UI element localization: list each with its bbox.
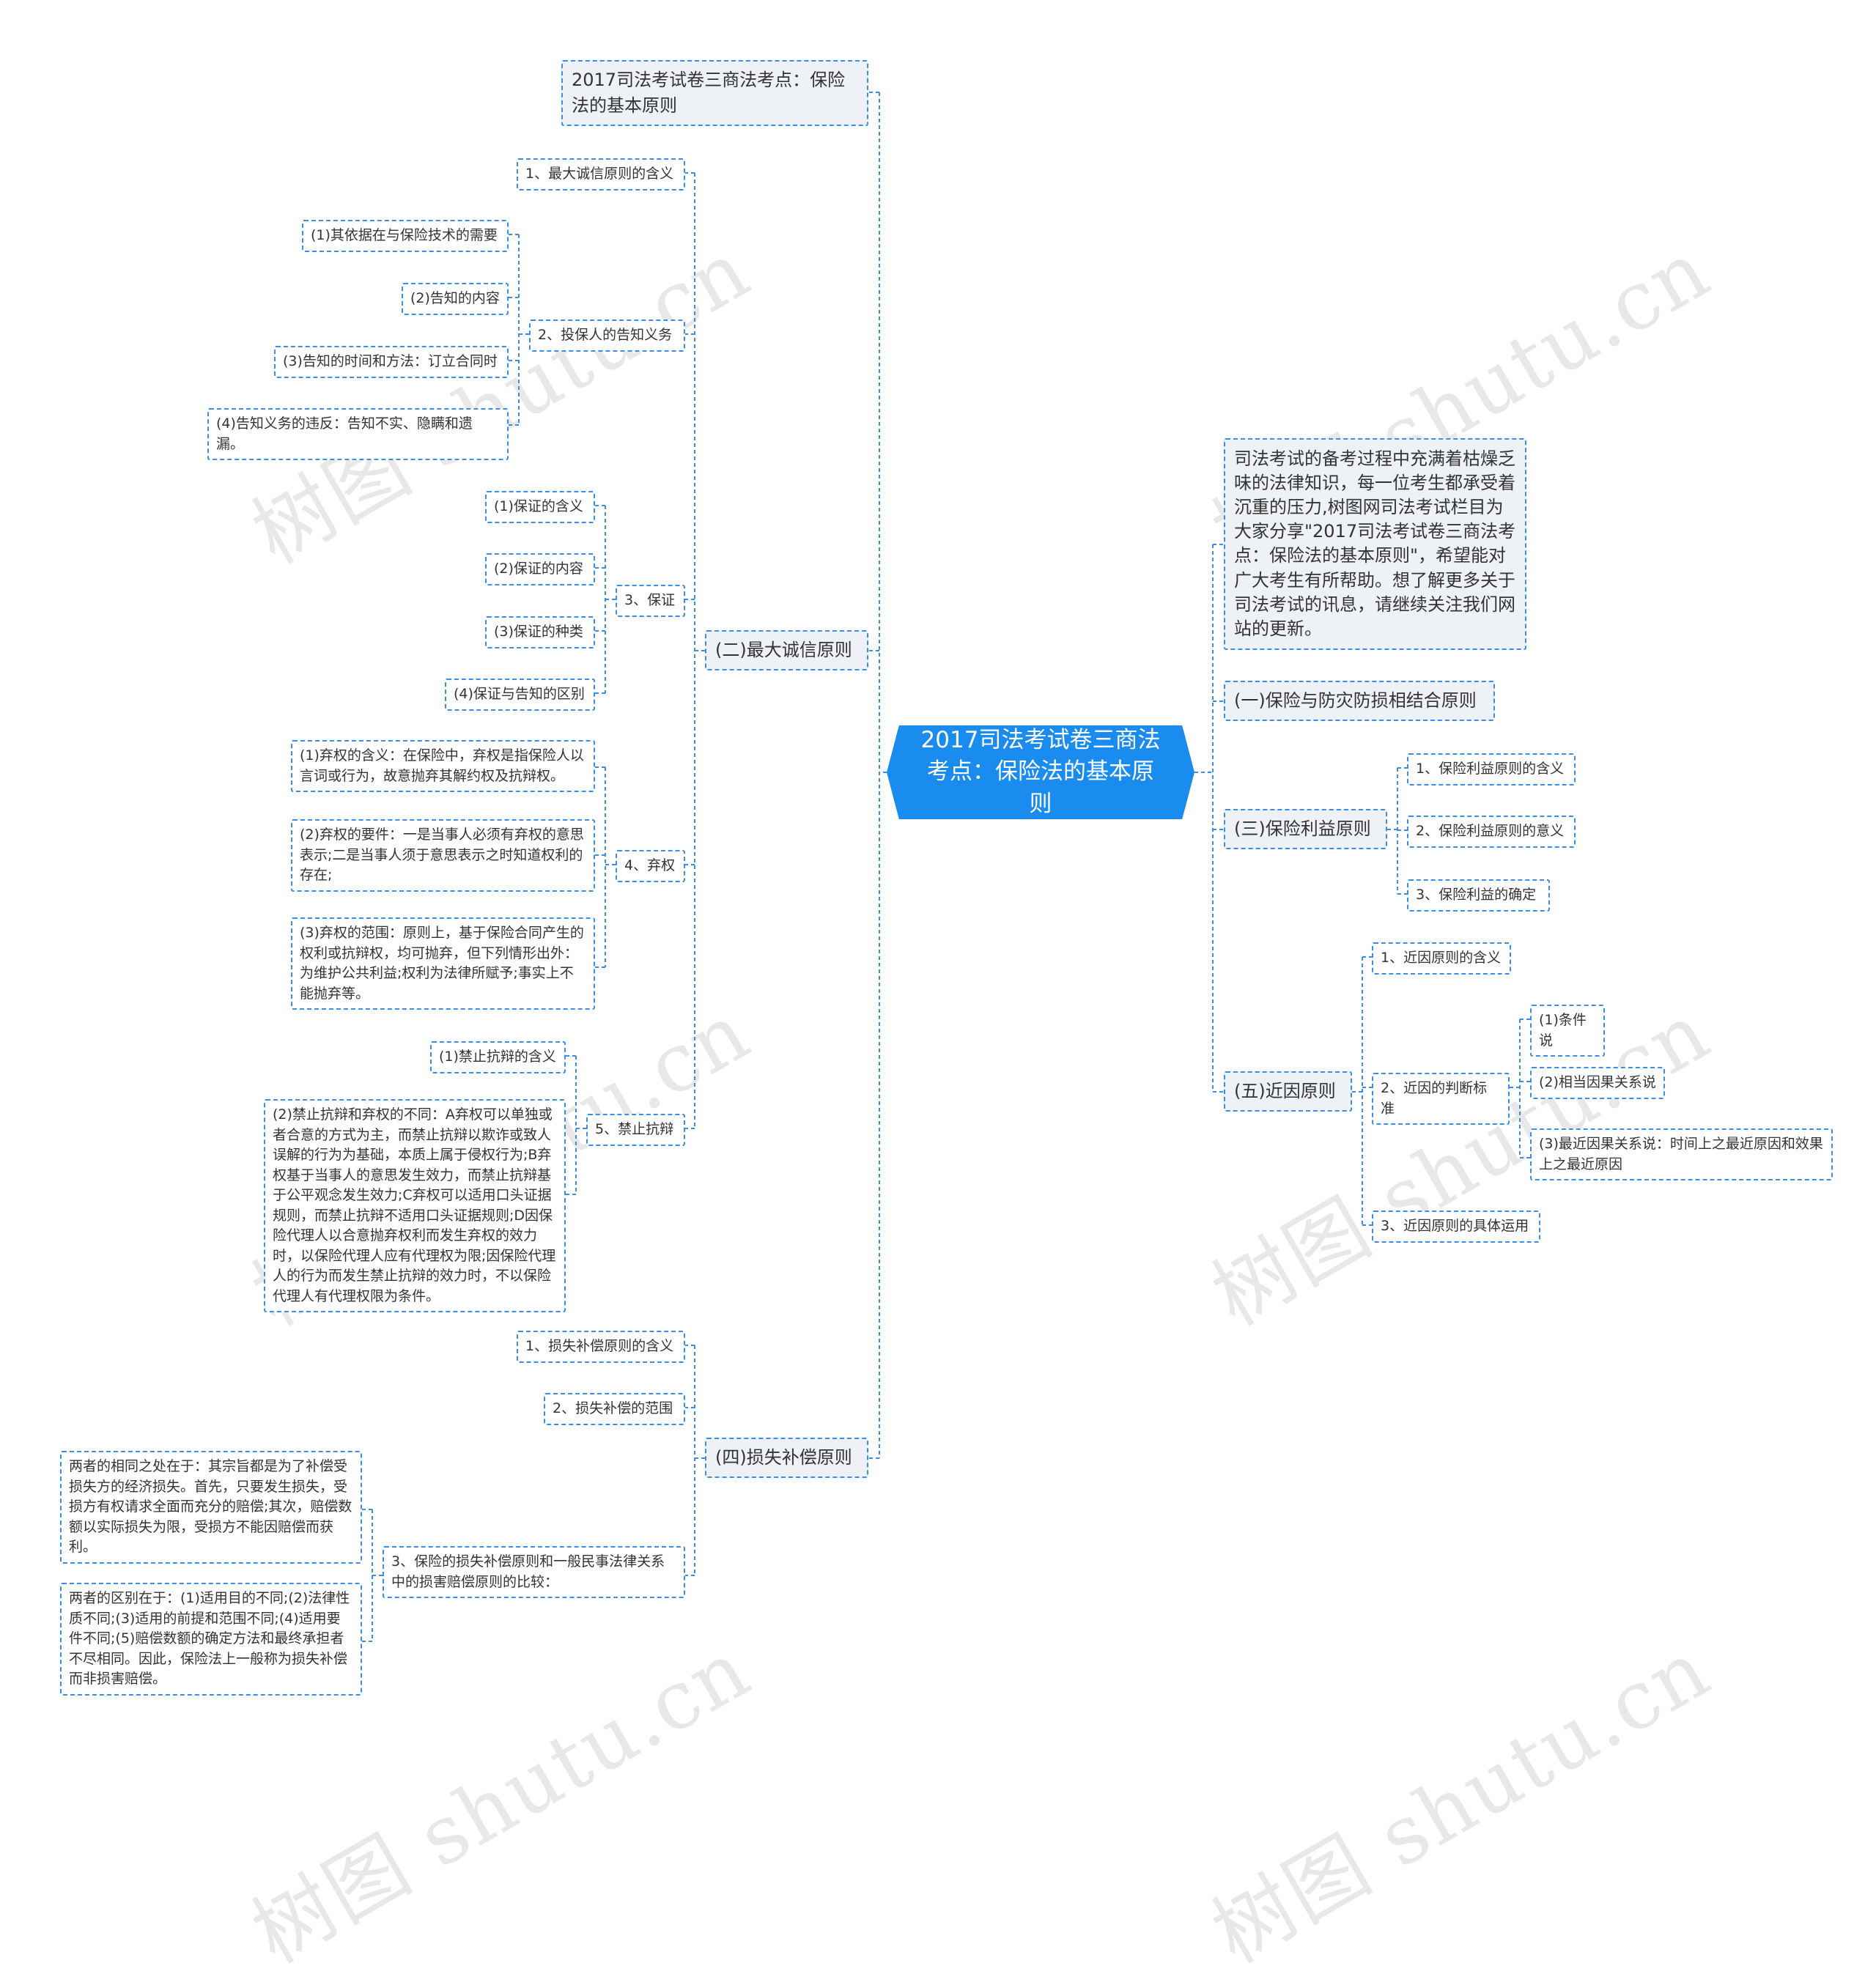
- branch-indemnity[interactable]: (四)损失补偿原则: [705, 1438, 868, 1478]
- b4-s3-item[interactable]: 两者的相同之处在于：其宗旨都是为了补偿受损失方的经济损失。首先，只要发生损失，受…: [60, 1451, 362, 1564]
- b2-s4-item[interactable]: (3)弃权的范围：原则上，基于保险合同产生的权利或抗辩权，均可抛弃，但下列情形出…: [291, 917, 595, 1010]
- b2-s5-node[interactable]: 5、禁止抗辩: [586, 1114, 685, 1146]
- b3-item[interactable]: 1、保险利益原则的含义: [1407, 753, 1576, 786]
- b3-item[interactable]: 2、保险利益原则的意义: [1407, 816, 1576, 848]
- b2-s5-item[interactable]: (2)禁止抗辩和弃权的不同：A弃权可以单独或者合意的方式为主，而禁止抗辩以欺诈或…: [264, 1099, 566, 1313]
- branch-utmost-good-faith[interactable]: (二)最大诚信原则: [705, 630, 868, 670]
- b2-s3-item[interactable]: (3)保证的种类: [485, 616, 595, 648]
- b2-s4-node[interactable]: 4、弃权: [616, 850, 685, 882]
- b2-s4-item[interactable]: (2)弃权的要件：一是当事人必须有弃权的意思表示;二是当事人须于意思表示之时知道…: [291, 819, 595, 892]
- branch-disaster-prevention[interactable]: (一)保险与防灾防损相结合原则: [1224, 681, 1495, 721]
- branch-proximate-cause[interactable]: (五)近因原则: [1224, 1071, 1352, 1112]
- b4-s3-node[interactable]: 3、保险的损失补偿原则和一般民事法律关系中的损害赔偿原则的比较：: [383, 1546, 685, 1599]
- connector-lines: [362, 92, 1530, 1642]
- branch-insurable-interest[interactable]: (三)保险利益原则: [1224, 809, 1387, 849]
- b2-s2-item[interactable]: (2)告知的内容: [402, 283, 509, 315]
- b5-s2-item[interactable]: (1)条件说: [1530, 1005, 1605, 1057]
- intro-text-node[interactable]: 司法考试的备考过程中充满着枯燥乏味的法律知识，每一位考生都承受着沉重的压力,树图…: [1224, 438, 1526, 650]
- b5-s3-node[interactable]: 3、近因原则的具体运用: [1372, 1210, 1540, 1243]
- b2-s2-item[interactable]: (4)告知义务的违反：告知不实、隐瞒和遗漏。: [207, 408, 509, 461]
- root-topic[interactable]: 2017司法考试卷三商法考点：保险法的基本原则: [887, 725, 1194, 819]
- b2-s3-item[interactable]: (2)保证的内容: [485, 553, 595, 585]
- b2-s3-item[interactable]: (4)保证与告知的区别: [445, 679, 595, 711]
- b2-s2-item[interactable]: (3)告知的时间和方法：订立合同时: [274, 346, 509, 378]
- b2-s5-item[interactable]: (1)禁止抗辩的含义: [430, 1041, 566, 1073]
- b4-s1-node[interactable]: 1、损失补偿原则的含义: [517, 1331, 685, 1363]
- b2-s2-item[interactable]: (1)其依据在与保险技术的需要: [302, 220, 509, 252]
- intro-title-node[interactable]: 2017司法考试卷三商法考点：保险法的基本原则: [561, 60, 868, 126]
- b2-s3-node[interactable]: 3、保证: [616, 585, 685, 617]
- b5-s1-node[interactable]: 1、近因原则的含义: [1372, 942, 1511, 975]
- b2-s1-node[interactable]: 1、最大诚信原则的含义: [517, 158, 685, 191]
- b4-s3-item[interactable]: 两者的区别在于：(1)适用目的不同;(2)法律性质不同;(3)适用的前提和范围不…: [60, 1583, 362, 1696]
- b2-s2-node[interactable]: 2、投保人的告知义务: [529, 319, 685, 352]
- b2-s3-item[interactable]: (1)保证的含义: [485, 491, 595, 523]
- b5-s2-item[interactable]: (3)最近因果关系说：时间上之最近原因和效果上之最近原因: [1530, 1128, 1833, 1181]
- b5-s2-node[interactable]: 2、近因的判断标准: [1372, 1073, 1510, 1125]
- b3-item[interactable]: 3、保险利益的确定: [1407, 879, 1550, 912]
- root-topic-label: 2017司法考试卷三商法考点：保险法的基本原则: [920, 726, 1161, 817]
- b2-s4-item[interactable]: (1)弃权的含义：在保险中，弃权是指保险人以言词或行为，故意抛弃其解约权及抗辩权…: [291, 740, 595, 793]
- b4-s2-node[interactable]: 2、损失补偿的范围: [544, 1393, 685, 1425]
- b5-s2-item[interactable]: (2)相当因果关系说: [1530, 1067, 1665, 1099]
